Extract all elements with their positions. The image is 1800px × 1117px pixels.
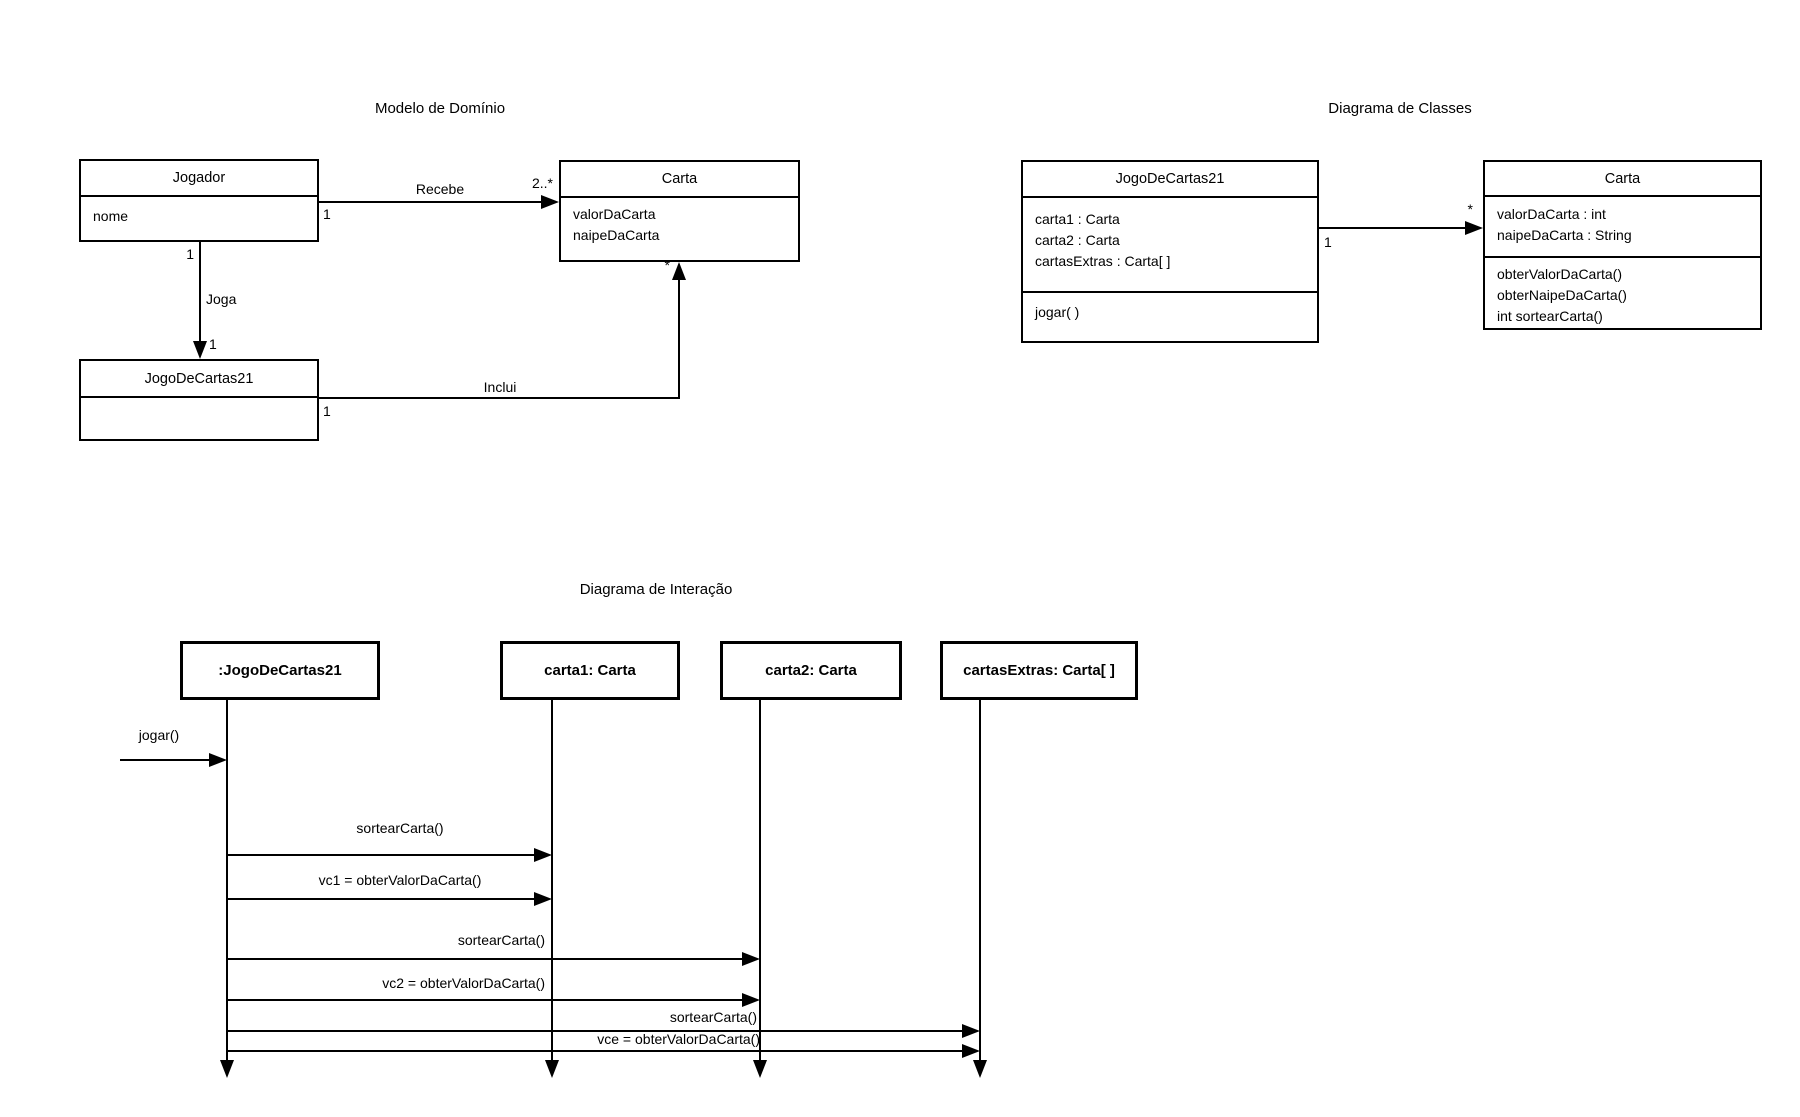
jogodecartas-class-box: JogoDeCartas21 carta1 : Carta carta2 : C… (1021, 160, 1319, 343)
lifeline-end-arrow-icon (753, 1060, 767, 1078)
message-arrowhead-icon (742, 993, 760, 1007)
lifeline-head-carta2: carta2: Carta (720, 641, 902, 700)
recebe-source-multiplicity: 1 (323, 206, 331, 222)
recebe-association-label: Recebe (415, 181, 465, 197)
lifeline-carta2 (759, 700, 761, 1060)
message-arrowhead-icon (962, 1044, 980, 1058)
carta-class-name: Carta (1485, 162, 1760, 197)
jogador-attribute-nome: nome (93, 208, 129, 224)
inclui-source-multiplicity: 1 (323, 403, 331, 419)
inclui-target-multiplicity: * (664, 257, 670, 273)
message-arrowhead-icon (534, 848, 552, 862)
message-line-sortearcarta-3 (227, 1030, 962, 1032)
message-line-sortearcarta-1 (227, 854, 534, 856)
operation-obtervalordacarta: obterValorDaCarta() (1497, 266, 1623, 282)
joga-source-multiplicity: 1 (186, 246, 194, 262)
joga-association-line (199, 242, 201, 341)
message-arrowhead-icon (962, 1024, 980, 1038)
lifeline-carta1 (551, 700, 553, 1060)
jogodecartas-domain-class-box: JogoDeCartas21 (79, 359, 319, 441)
message-line-vc2 (227, 999, 742, 1001)
lifeline-head-carta1: carta1: Carta (500, 641, 680, 700)
lifeline-end-arrow-icon (545, 1060, 559, 1078)
message-label-vce: vce = obterValorDaCarta() (597, 1031, 760, 1047)
attribute-naipedacarta-string: naipeDaCarta : String (1497, 227, 1632, 243)
message-arrowhead-icon (209, 753, 227, 767)
message-label-vc2: vc2 = obterValorDaCarta() (382, 975, 545, 991)
carta-domain-class-box: Carta valorDaCarta naipeDaCarta (559, 160, 800, 262)
class-association-line (1319, 227, 1465, 229)
operation-sortearcarta: int sortearCarta() (1497, 308, 1603, 324)
attribute-carta1: carta1 : Carta (1035, 211, 1120, 227)
joga-target-multiplicity: 1 (209, 336, 217, 352)
jogodecartas-class-name: JogoDeCartas21 (1023, 162, 1317, 198)
message-label-sortearcarta-3: sortearCarta() (669, 1009, 757, 1025)
jogador-class-box: Jogador nome (79, 159, 319, 242)
message-arrowhead-icon (534, 892, 552, 906)
inclui-association-line-vertical (678, 279, 680, 399)
inclui-arrowhead-icon (672, 262, 686, 280)
class-association-arrowhead-icon (1465, 221, 1483, 235)
message-label-sortearcarta-1: sortearCarta() (356, 820, 444, 836)
jogodecartas-domain-class-name: JogoDeCartas21 (81, 361, 317, 398)
message-arrowhead-icon (742, 952, 760, 966)
joga-association-label: Joga (206, 291, 237, 307)
carta-class-box: Carta valorDaCarta : int naipeDaCarta : … (1483, 160, 1762, 330)
recebe-target-multiplicity: 2..* (531, 175, 553, 191)
domain-model-title: Modelo de Domínio (374, 100, 506, 117)
message-line-jogar (120, 759, 209, 761)
interaction-diagram-title: Diagrama de Interação (579, 581, 733, 598)
message-line-vc1 (227, 898, 534, 900)
message-line-sortearcarta-2 (227, 958, 742, 960)
jogador-class-name: Jogador (81, 161, 317, 197)
class-association-target-multiplicity: * (1467, 201, 1473, 217)
lifeline-jogodecartas (226, 700, 228, 1060)
operation-obternaipedacarta: obterNaipeDaCarta() (1497, 287, 1627, 303)
inclui-association-label: Inclui (483, 379, 517, 395)
carta-attribute-valordacarta: valorDaCarta (573, 206, 656, 222)
joga-arrowhead-icon (193, 341, 207, 359)
recebe-association-line (319, 201, 541, 203)
message-line-vce (227, 1050, 962, 1052)
recebe-arrowhead-icon (541, 195, 559, 209)
attribute-valordacarta-int: valorDaCarta : int (1497, 206, 1606, 222)
lifeline-head-jogodecartas: :JogoDeCartas21 (180, 641, 380, 700)
class-association-source-multiplicity: 1 (1324, 234, 1332, 250)
attribute-carta2: carta2 : Carta (1035, 232, 1120, 248)
message-label-sortearcarta-2: sortearCarta() (457, 932, 545, 948)
operation-jogar: jogar( ) (1035, 304, 1080, 320)
message-label-vc1: vc1 = obterValorDaCarta() (318, 872, 482, 888)
inclui-association-line-horizontal (319, 397, 680, 399)
lifeline-cartasextras (979, 700, 981, 1060)
carta-attribute-naipedacarta: naipeDaCarta (573, 227, 660, 243)
class-diagram-title: Diagrama de Classes (1328, 100, 1472, 117)
carta-domain-class-name: Carta (561, 162, 798, 198)
lifeline-head-cartasextras: cartasExtras: Carta[ ] (940, 641, 1138, 700)
attribute-cartasextras: cartasExtras : Carta[ ] (1035, 253, 1171, 269)
message-label-jogar: jogar() (138, 727, 180, 743)
lifeline-end-arrow-icon (220, 1060, 234, 1078)
lifeline-end-arrow-icon (973, 1060, 987, 1078)
